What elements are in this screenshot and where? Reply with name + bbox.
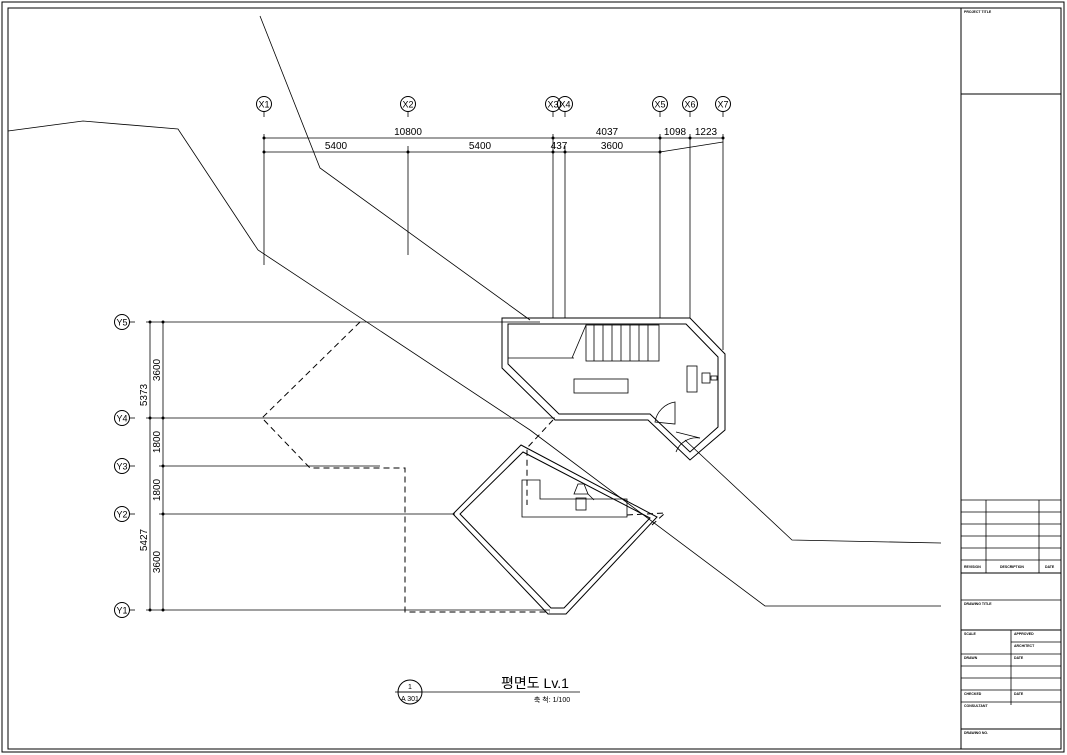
grid-bubble-x4: X4	[557, 96, 573, 117]
dim-left-5427: 5427	[139, 528, 150, 551]
upper-block	[501, 317, 726, 461]
date2-label: DATE	[1014, 656, 1024, 660]
svg-text:X2: X2	[402, 100, 413, 110]
grid-y-bubbles: Y5 Y4 Y3 Y2 Y1	[114, 314, 135, 618]
dim-left-5373: 5373	[139, 383, 150, 406]
stair	[508, 324, 660, 362]
svg-text:Y2: Y2	[116, 510, 127, 520]
door	[654, 401, 701, 453]
grid-bubble-x5: X5	[652, 96, 668, 117]
architect-label: ARCHITECT	[1014, 644, 1035, 648]
chair-icon	[701, 372, 718, 384]
drawn-label: DRAWN	[964, 656, 978, 660]
dim-left-3600b: 3600	[152, 550, 163, 573]
svg-text:X7: X7	[717, 100, 728, 110]
svg-text:X1: X1	[258, 100, 269, 110]
table	[573, 378, 629, 394]
svg-text:X3: X3	[547, 100, 558, 110]
project-title-label: PROJECT TITLE	[964, 10, 992, 14]
drawing-title-label: DRAWING TITLE	[964, 602, 992, 606]
grid-bubble-x7: X7	[715, 96, 731, 117]
ref-number: 1	[408, 684, 412, 691]
scale-label: SCALE	[964, 632, 977, 636]
grid-bubble-y1: Y1	[114, 602, 135, 618]
drawing-title-block: 1 A 301 평면도 Lv.1 축 척: 1/100	[395, 675, 580, 705]
svg-text:Y3: Y3	[116, 462, 127, 472]
grid-bubble-y3: Y3	[114, 458, 135, 474]
svg-text:X5: X5	[654, 100, 665, 110]
approved-label: APPROVED	[1014, 632, 1034, 636]
grid-bubble-x2: X2	[400, 96, 416, 117]
revision-table: REVISION DESCRIPTION DATE	[961, 499, 1061, 574]
svg-text:Y5: Y5	[116, 318, 127, 328]
title-block: PROJECT TITLE REVISION DESCRIPTION DATE …	[961, 10, 1061, 735]
dim-top-1098: 1098	[664, 127, 687, 138]
grid-bubble-x6: X6	[682, 96, 698, 117]
date3-label: DATE	[1014, 692, 1024, 696]
left-dimensions: 5373 5427 3600 1800 1800 3600	[139, 320, 555, 612]
consultant-label: CONSULTANT	[964, 704, 988, 708]
drawing-no-label: DRAWING NO.	[964, 731, 988, 735]
desk	[686, 365, 698, 393]
drawing-title: 평면도 Lv.1	[501, 675, 569, 691]
dim-top-437: 437	[551, 141, 568, 152]
dim-left-3600a: 3600	[152, 358, 163, 381]
dim-top-5400a: 5400	[325, 141, 348, 152]
ref-sheet: A 301	[401, 696, 419, 703]
site-lines	[7, 15, 942, 607]
grid-bubble-y5: Y5	[114, 314, 135, 330]
grid-bubble-y4: Y4	[114, 410, 135, 426]
grid-bubble-x1: X1	[256, 96, 272, 117]
dim-left-1800a: 1800	[152, 430, 163, 453]
dim-top-4037: 4037	[596, 127, 619, 138]
grid-x-bubbles: X1 X2 X3 X4 X5 X6 X7	[256, 96, 731, 117]
dim-left-1800b: 1800	[152, 478, 163, 501]
dim-top-10800: 10800	[394, 127, 422, 138]
inner-border	[7, 7, 1062, 750]
svg-text:Y1: Y1	[116, 606, 127, 616]
svg-text:X6: X6	[684, 100, 695, 110]
dim-top-1223: 1223	[695, 127, 718, 138]
dim-top-5400b: 5400	[469, 141, 492, 152]
dashed-outlines	[261, 321, 667, 613]
svg-text:X4: X4	[559, 100, 570, 110]
grid-bubble-x3: X3	[545, 96, 561, 117]
chair-icon-lower	[573, 483, 595, 511]
revision-label: REVISION	[964, 565, 981, 569]
description-label: DESCRIPTION	[1000, 565, 1024, 569]
checked-label: CHECKED	[964, 692, 982, 696]
drawing-scale: 축 척: 1/100	[534, 695, 570, 704]
top-dimensions: 10800 4037 1098 1223 5400 5400 437 3600	[262, 127, 725, 350]
date-label: DATE	[1045, 565, 1055, 569]
grid-bubble-y2: Y2	[114, 506, 135, 522]
dim-top-3600: 3600	[601, 141, 624, 152]
lower-block	[452, 444, 658, 615]
svg-text:Y4: Y4	[116, 414, 127, 424]
